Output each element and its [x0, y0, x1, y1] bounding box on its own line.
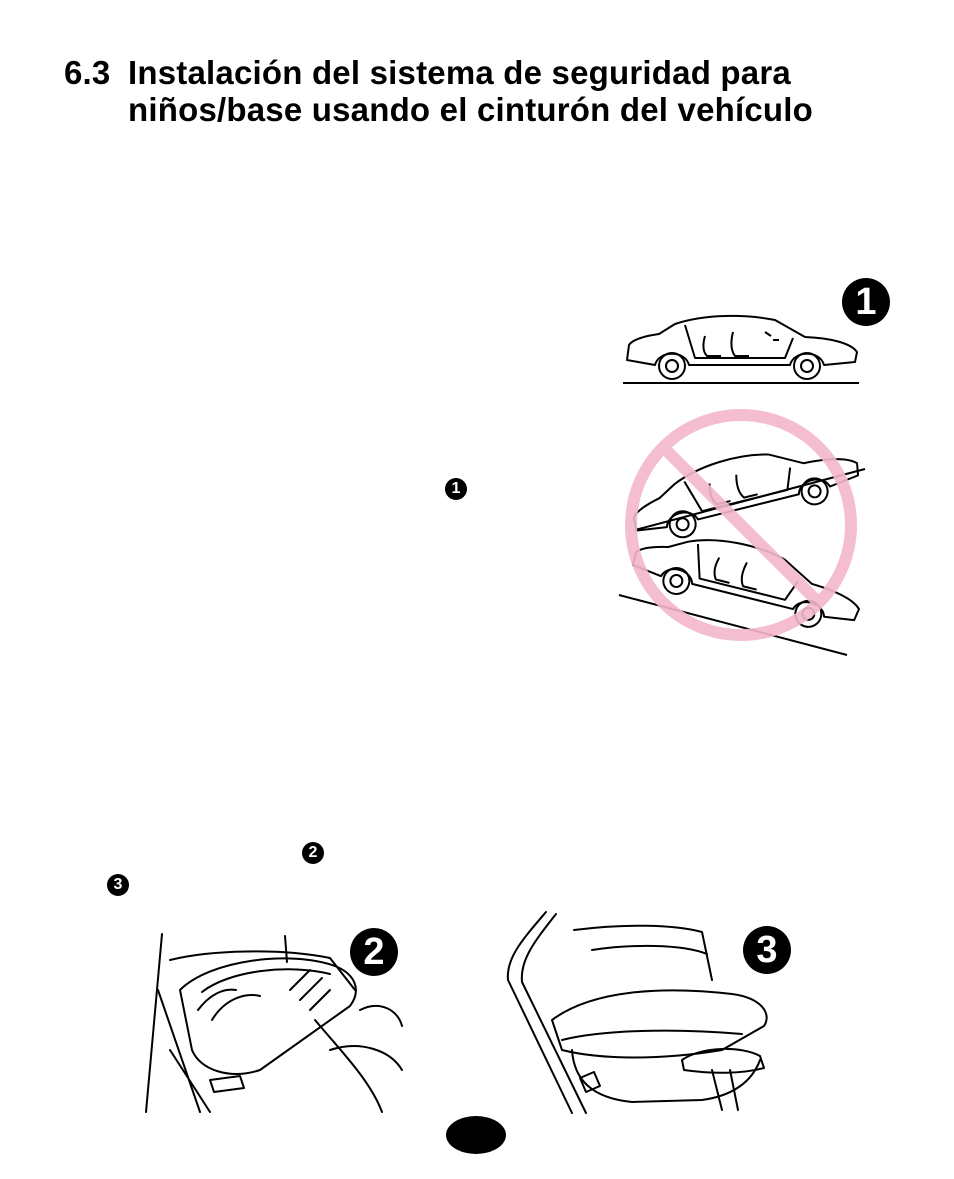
figure-3-marker: 3 — [743, 926, 791, 974]
section-number: 6.3 — [64, 54, 111, 91]
figure-2-marker: 2 — [350, 928, 398, 976]
car-seat-placement-illustration — [145, 933, 403, 1113]
text-reference-2: 2 — [302, 842, 324, 864]
figure-1-marker: 1 — [842, 278, 890, 326]
car-incline-illustration — [618, 409, 866, 656]
car-seat-mounted-illustration — [506, 911, 768, 1114]
heading-line-2: niños/base usando el cinturón del vehícu… — [128, 91, 814, 128]
page-number-badge — [446, 1116, 506, 1154]
section-heading: 6.3 Instalación del sistema de seguridad … — [64, 54, 924, 128]
heading-line-1: Instalación del sistema de seguridad par… — [128, 54, 791, 91]
text-reference-1: 1 — [445, 478, 467, 500]
car-level-illustration — [623, 314, 859, 384]
text-reference-3: 3 — [107, 874, 129, 896]
